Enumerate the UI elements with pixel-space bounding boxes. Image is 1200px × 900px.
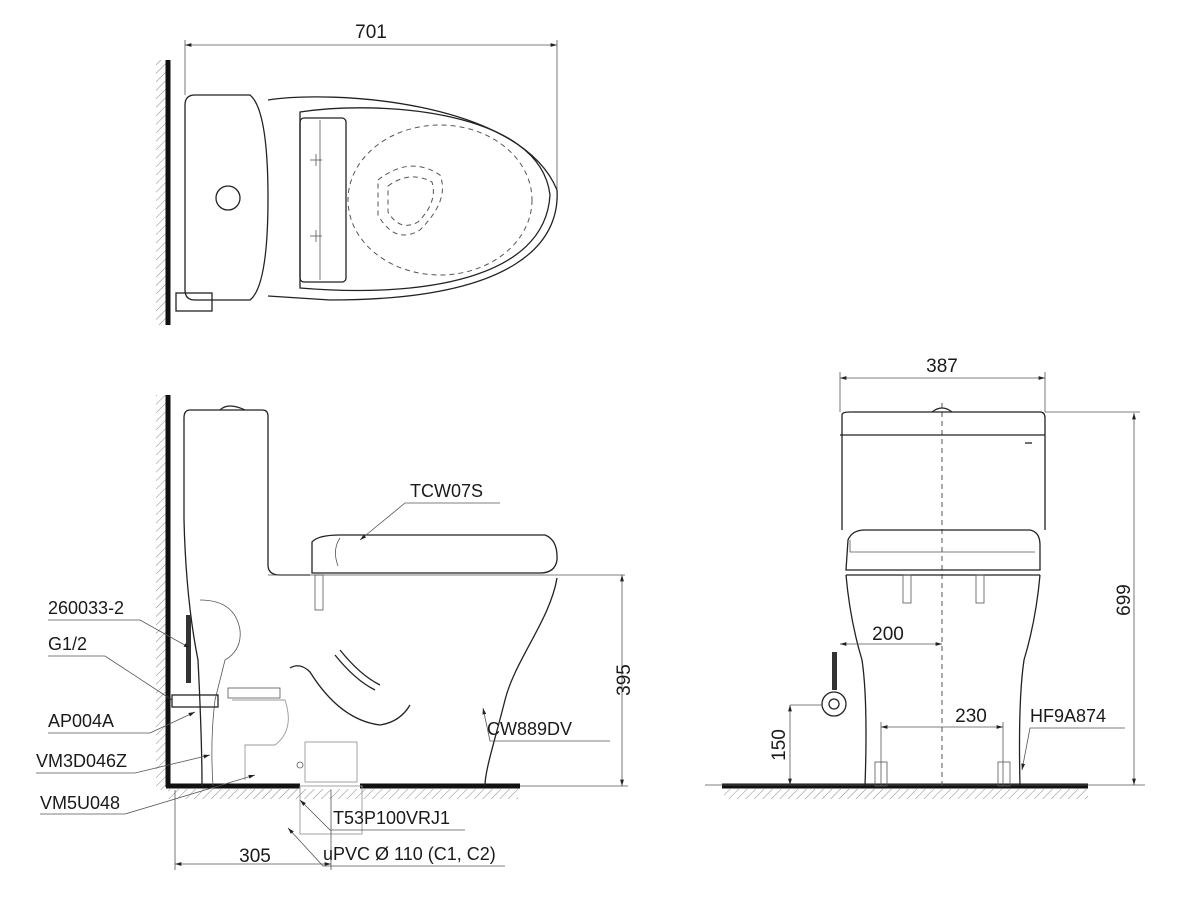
label-ap004a: AP004A — [48, 711, 114, 731]
seat-lid — [299, 107, 551, 292]
seat-hinge-unit — [299, 117, 347, 283]
label-cw889dv: CW889DV — [487, 719, 572, 739]
drain-dashed — [377, 165, 443, 236]
dimension-701: 701 — [355, 22, 387, 43]
dimension-305: 305 — [239, 846, 271, 867]
supply-valve-front — [821, 691, 847, 717]
angle-valve — [171, 694, 219, 708]
label-vm3d046z: VM3D046Z — [36, 751, 127, 771]
seat-front — [845, 529, 1041, 571]
supply-valve-top — [175, 292, 213, 312]
label-tcw07s: TCW07S — [410, 481, 483, 501]
label-g1-2: G1/2 — [48, 634, 87, 654]
dimension-387: 387 — [926, 356, 958, 377]
label-hf9a874: HF9A874 — [1030, 706, 1106, 726]
dimension-230: 230 — [955, 706, 987, 727]
supply-hose — [186, 615, 191, 683]
label-t53p100vrj1: T53P100VRJ1 — [333, 808, 450, 828]
dimension-150: 150 — [769, 729, 790, 761]
pedestal-left — [845, 574, 867, 787]
label-upvc-pipe: uPVC Ø 110 (C1, C2) — [323, 844, 496, 864]
dimension-200: 200 — [872, 624, 904, 645]
bowl-inner-dashed — [347, 124, 533, 276]
wall-hatch — [156, 60, 166, 325]
side-view: 395 305 TCW07S 260033-2 G1/2 AP004A VM3D… — [36, 395, 635, 870]
front-view: 387 699 200 230 150 HF9A874 — [705, 356, 1145, 799]
tank-side — [190, 409, 310, 576]
bowl-side — [484, 577, 558, 787]
label-vm5u048: VM5U048 — [40, 793, 120, 813]
tank-front — [841, 411, 1046, 530]
dimension-699: 699 — [1114, 584, 1135, 616]
dimension-395: 395 — [614, 664, 635, 696]
seat-side — [311, 534, 558, 574]
flush-button — [215, 185, 241, 211]
top-view: 701 — [156, 22, 558, 325]
bowl-outline — [267, 96, 558, 301]
label-260033-2: 260033-2 — [48, 598, 124, 618]
wall-hatch — [156, 395, 166, 790]
tank-top — [184, 94, 269, 301]
pedestal-right — [1018, 574, 1041, 787]
